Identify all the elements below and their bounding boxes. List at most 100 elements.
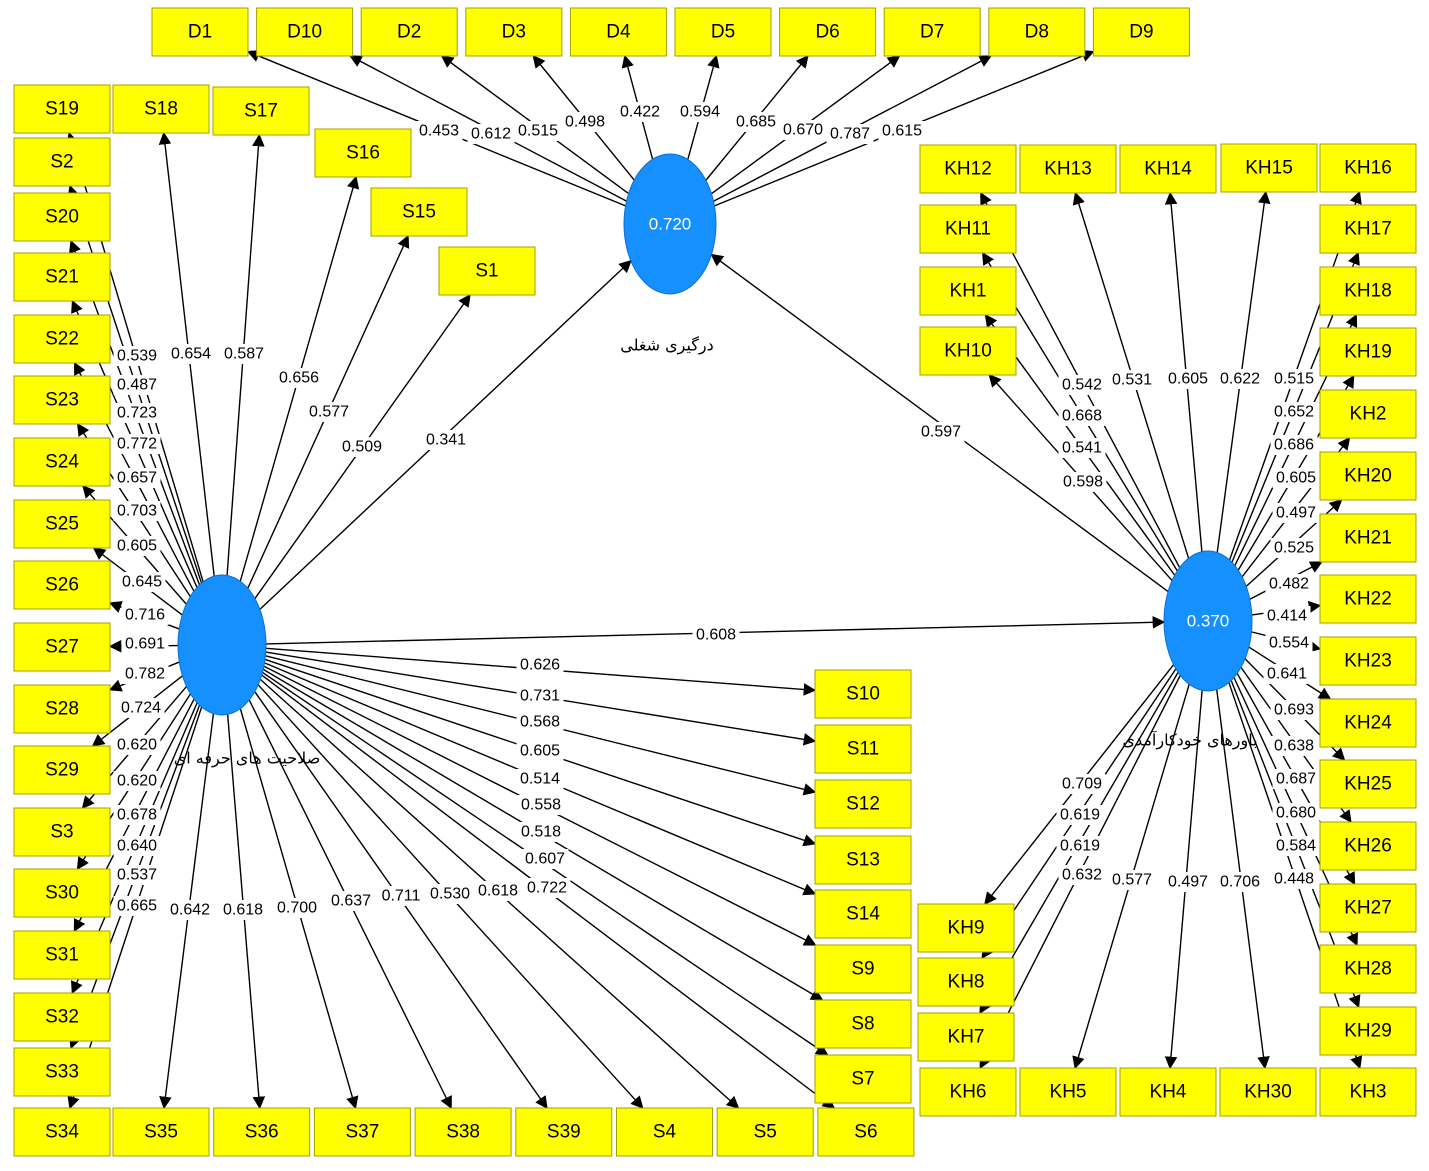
indicator-s33[interactable]: S33 [13,1047,111,1097]
indicator-box-kh22[interactable] [1319,574,1417,624]
indicator-box-kh9[interactable] [917,903,1015,953]
indicator-d5[interactable]: D5 [674,7,772,57]
indicator-kh17[interactable]: KH17 [1319,204,1417,254]
indicator-box-kh25[interactable] [1319,759,1417,809]
indicator-box-s35[interactable] [112,1107,210,1157]
indicator-kh28[interactable]: KH28 [1319,944,1417,994]
indicator-box-s13[interactable] [814,835,912,885]
indicator-s30[interactable]: S30 [13,868,111,918]
indicator-box-d9[interactable] [1092,7,1190,57]
indicator-box-s31[interactable] [13,930,111,980]
indicator-d1[interactable]: D1 [151,7,249,57]
indicator-kh27[interactable]: KH27 [1319,883,1417,933]
indicator-box-d2[interactable] [360,7,458,57]
indicator-d6[interactable]: D6 [779,7,877,57]
indicator-box-kh4[interactable] [1119,1067,1217,1117]
indicator-kh6[interactable]: KH6 [919,1067,1017,1117]
indicator-s11[interactable]: S11 [814,724,912,774]
indicator-box-d3[interactable] [465,7,563,57]
indicator-box-s39[interactable] [515,1107,613,1157]
indicator-box-kh29[interactable] [1319,1006,1417,1056]
indicator-box-d6[interactable] [779,7,877,57]
indicator-box-d8[interactable] [988,7,1086,57]
indicator-box-s23[interactable] [13,375,111,425]
indicator-box-s9[interactable] [814,944,912,994]
indicator-box-kh24[interactable] [1319,698,1417,748]
indicator-d4[interactable]: D4 [569,7,667,57]
indicator-s31[interactable]: S31 [13,930,111,980]
indicator-box-s4[interactable] [616,1107,713,1157]
indicator-d10[interactable]: D10 [256,7,354,57]
indicator-box-s18[interactable] [112,84,210,134]
indicator-s20[interactable]: S20 [13,192,111,242]
indicator-box-s3[interactable] [13,807,111,857]
indicator-box-s37[interactable] [313,1107,411,1157]
indicator-s38[interactable]: S38 [414,1107,512,1157]
indicator-kh8[interactable]: KH8 [917,957,1015,1007]
indicator-box-s11[interactable] [814,724,912,774]
indicator-s27[interactable]: S27 [13,622,111,672]
indicator-box-s16[interactable] [314,128,412,178]
indicator-kh18[interactable]: KH18 [1319,266,1417,316]
indicator-s18[interactable]: S18 [112,84,210,134]
indicator-kh14[interactable]: KH14 [1119,144,1217,194]
indicator-box-kh2[interactable] [1319,389,1417,439]
indicator-box-kh16[interactable] [1319,143,1417,193]
indicator-s24[interactable]: S24 [13,437,111,487]
indicator-d8[interactable]: D8 [988,7,1086,57]
indicator-s15[interactable]: S15 [370,187,468,237]
indicator-kh5[interactable]: KH5 [1019,1067,1117,1117]
indicator-s9[interactable]: S9 [814,944,912,994]
indicator-box-kh17[interactable] [1319,204,1417,254]
indicator-s36[interactable]: S36 [213,1107,311,1157]
indicator-kh20[interactable]: KH20 [1319,451,1417,501]
indicator-box-kh27[interactable] [1319,883,1417,933]
indicator-box-s21[interactable] [13,252,111,302]
indicator-kh23[interactable]: KH23 [1319,636,1417,686]
indicator-box-d10[interactable] [256,7,354,57]
indicator-box-s26[interactable] [13,560,111,610]
indicator-box-s12[interactable] [814,779,912,829]
indicator-box-kh28[interactable] [1319,944,1417,994]
indicator-box-s34[interactable] [13,1107,111,1157]
indicator-s17[interactable]: S17 [212,86,310,136]
indicator-box-s2[interactable] [13,137,111,187]
indicator-s1[interactable]: S1 [438,246,536,296]
indicator-box-kh15[interactable] [1220,143,1318,193]
indicator-box-s28[interactable] [13,684,111,734]
indicator-kh3[interactable]: KH3 [1319,1067,1417,1117]
indicator-kh2[interactable]: KH2 [1319,389,1417,439]
indicator-box-s30[interactable] [13,868,111,918]
indicator-box-kh1[interactable] [919,266,1017,316]
indicator-box-d4[interactable] [569,7,667,57]
indicator-s7[interactable]: S7 [814,1054,912,1104]
indicator-s23[interactable]: S23 [13,375,111,425]
indicator-s19[interactable]: S19 [13,84,111,134]
indicator-s6[interactable]: S6 [817,1107,915,1157]
indicator-box-s36[interactable] [213,1107,311,1157]
indicator-box-s6[interactable] [817,1107,915,1157]
indicator-s22[interactable]: S22 [13,314,111,364]
indicator-d3[interactable]: D3 [465,7,563,57]
indicator-box-kh20[interactable] [1319,451,1417,501]
indicator-box-s32[interactable] [13,992,111,1042]
indicator-box-kh18[interactable] [1319,266,1417,316]
latent-circle-efficacy[interactable] [1163,550,1253,692]
indicator-kh13[interactable]: KH13 [1019,144,1117,194]
indicator-kh22[interactable]: KH22 [1319,574,1417,624]
indicator-s4[interactable]: S4 [616,1107,713,1157]
indicator-s12[interactable]: S12 [814,779,912,829]
indicator-box-kh3[interactable] [1319,1067,1417,1117]
indicator-box-d1[interactable] [151,7,249,57]
indicator-box-kh13[interactable] [1019,144,1117,194]
indicator-kh11[interactable]: KH11 [919,204,1017,254]
indicator-s13[interactable]: S13 [814,835,912,885]
indicator-s10[interactable]: S10 [814,669,912,719]
indicator-box-kh30[interactable] [1219,1067,1317,1117]
indicator-d9[interactable]: D9 [1092,7,1190,57]
indicator-box-kh21[interactable] [1319,513,1417,563]
indicator-s29[interactable]: S29 [13,745,111,795]
indicator-s14[interactable]: S14 [814,889,912,939]
indicator-s28[interactable]: S28 [13,684,111,734]
indicator-d2[interactable]: D2 [360,7,458,57]
